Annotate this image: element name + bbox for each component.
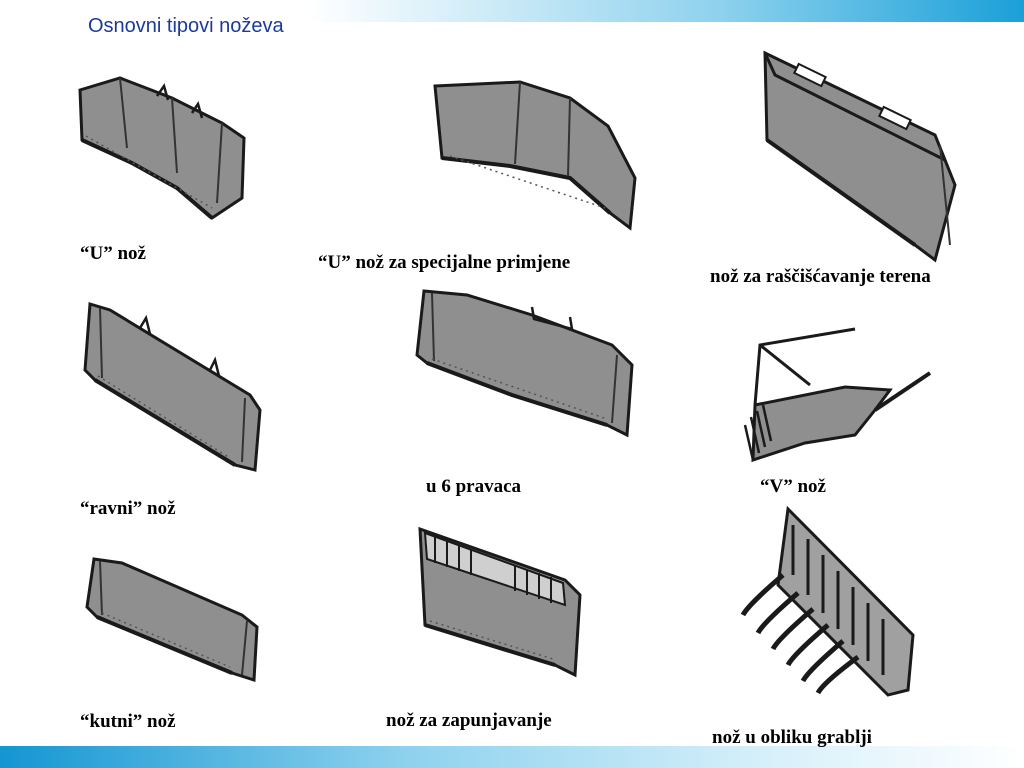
slide-title: Osnovni tipovi noževa (88, 15, 284, 37)
blade-label-u-special: “U” nož za specijalne primjene (318, 252, 571, 273)
u-blade-icon (72, 68, 247, 220)
v-blade-icon (725, 325, 940, 465)
blade-label-rake: nož u obliku grablji (712, 727, 872, 748)
blade-label-u: “U” nož (80, 243, 146, 264)
blade-label-angle: “kutni” nož (80, 711, 176, 732)
backfill-blade-icon (415, 525, 585, 683)
top-decor-bar (0, 0, 1024, 22)
blade-label-six-way: u 6 pravaca (426, 476, 521, 497)
blade-label-v: “V” nož (760, 476, 826, 497)
blade-label-straight: “ravni” nož (80, 498, 176, 519)
blade-label-clearing: nož za raščišćavanje terena (710, 266, 931, 287)
blade-label-backfill: nož za zapunjavanje (386, 710, 552, 731)
u-special-blade-icon (430, 78, 640, 236)
rake-blade-icon (738, 505, 918, 700)
bottom-decor-bar (0, 746, 1024, 768)
six-way-blade-icon (412, 285, 640, 440)
straight-blade-icon (80, 300, 265, 475)
clearing-blade-icon (755, 45, 965, 265)
angle-blade-icon (82, 555, 264, 687)
